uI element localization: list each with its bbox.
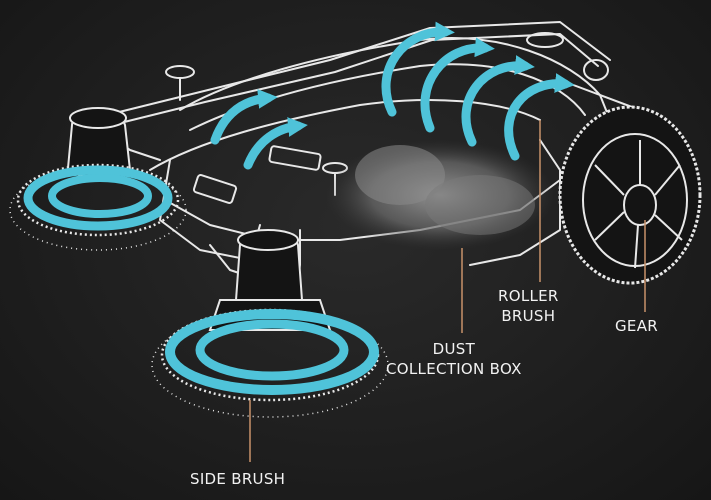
- gear-label: GEAR: [615, 317, 658, 335]
- rotation-rings: [23, 165, 379, 395]
- gear-wheel: [558, 105, 702, 285]
- airflow-arrow-icon: [210, 21, 575, 170]
- leader-lines: [249, 120, 646, 462]
- left-side-brush: [9, 107, 187, 251]
- roller-brush-label: ROLLER BRUSH: [498, 287, 559, 325]
- side-brush-label: SIDE BRUSH: [190, 470, 286, 488]
- dust-cloud: [325, 140, 555, 250]
- dust-collection-box-label: DUST COLLECTION BOX: [386, 340, 522, 378]
